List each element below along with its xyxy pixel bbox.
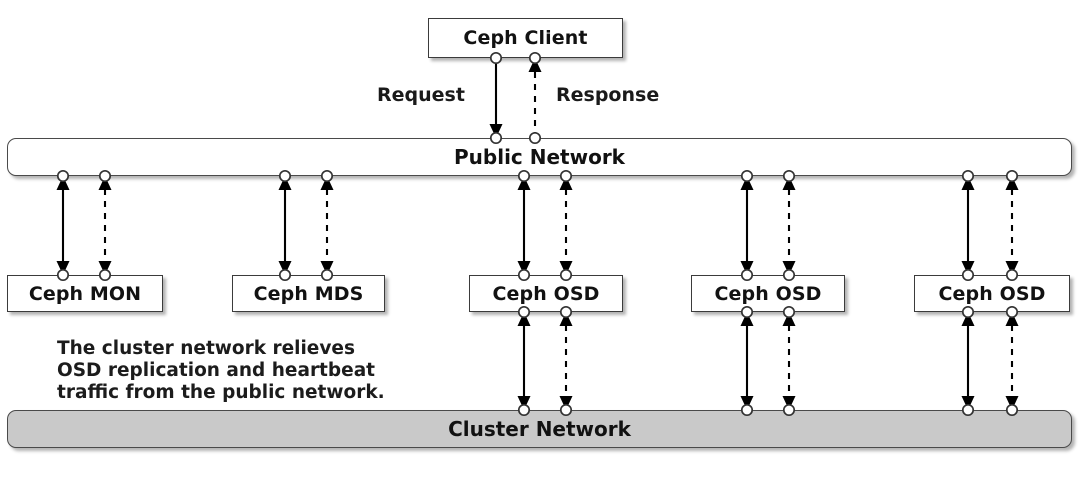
cluster-link-4-arrowhead-up	[961, 312, 975, 326]
public-link-3-arrowhead-up	[320, 176, 334, 190]
request-arrowhead	[489, 124, 503, 138]
public-link-5-arrowhead-down	[559, 261, 573, 275]
public-link-0-arrowhead-down	[56, 261, 70, 275]
public-link-7-arrowhead-down	[782, 261, 796, 275]
ceph-osd-3-label: Ceph OSD	[938, 282, 1046, 305]
public-network-label: Public Network	[454, 145, 625, 169]
cluster-link-4-arrowhead-down	[961, 396, 975, 410]
public-link-6-arrowhead-up	[740, 176, 754, 190]
public-link-4-arrowhead-up	[517, 176, 531, 190]
cluster-network-bar[interactable]: Cluster Network	[7, 410, 1072, 448]
ceph-osd-2-label: Ceph OSD	[714, 282, 822, 305]
public-network-bar[interactable]: Public Network	[7, 138, 1072, 176]
request-label: Request	[377, 84, 465, 106]
public-link-1-arrowhead-down	[98, 261, 112, 275]
ceph-mon-label: Ceph MON	[28, 282, 142, 305]
cluster-link-3-arrowhead-up	[782, 312, 796, 326]
public-link-9-arrowhead-down	[1005, 261, 1019, 275]
cluster-link-3-arrowhead-down	[782, 396, 796, 410]
public-link-8-arrowhead-down	[961, 261, 975, 275]
ceph-osd-2-box[interactable]: Ceph OSD	[691, 275, 845, 312]
public-link-7-arrowhead-up	[782, 176, 796, 190]
public-link-0-arrowhead-up	[56, 176, 70, 190]
cluster-link-0-arrowhead-down	[517, 396, 531, 410]
response-label: Response	[556, 84, 660, 106]
public-link-2-arrowhead-up	[278, 176, 292, 190]
public-link-5-arrowhead-up	[559, 176, 573, 190]
public-link-4-arrowhead-down	[517, 261, 531, 275]
ceph-mon-box[interactable]: Ceph MON	[7, 275, 163, 312]
cluster-link-2-arrowhead-down	[740, 396, 754, 410]
public-link-9-arrowhead-up	[1005, 176, 1019, 190]
cluster-link-1-arrowhead-down	[559, 396, 573, 410]
cluster-link-5-arrowhead-up	[1005, 312, 1019, 326]
ceph-mds-box[interactable]: Ceph MDS	[232, 275, 385, 312]
cluster-link-5-arrowhead-down	[1005, 396, 1019, 410]
cluster-link-2-arrowhead-up	[740, 312, 754, 326]
public-link-6-arrowhead-down	[740, 261, 754, 275]
cluster-network-caption: The cluster network relieves OSD replica…	[57, 338, 385, 403]
cluster-network-label: Cluster Network	[448, 417, 631, 441]
public-link-3-arrowhead-down	[320, 261, 334, 275]
ceph-osd-1-label: Ceph OSD	[492, 282, 600, 305]
public-link-2-arrowhead-down	[278, 261, 292, 275]
cluster-link-0-arrowhead-up	[517, 312, 531, 326]
ceph-osd-3-box[interactable]: Ceph OSD	[914, 275, 1070, 312]
ceph-mds-label: Ceph MDS	[253, 282, 364, 305]
public-link-8-arrowhead-up	[961, 176, 975, 190]
public-link-1-arrowhead-up	[98, 176, 112, 190]
ceph-client-label: Ceph Client	[463, 27, 588, 49]
cluster-link-1-arrowhead-up	[559, 312, 573, 326]
ceph-client-box[interactable]: Ceph Client	[428, 18, 623, 58]
ceph-osd-1-box[interactable]: Ceph OSD	[469, 275, 623, 312]
response-arrowhead	[528, 58, 542, 72]
